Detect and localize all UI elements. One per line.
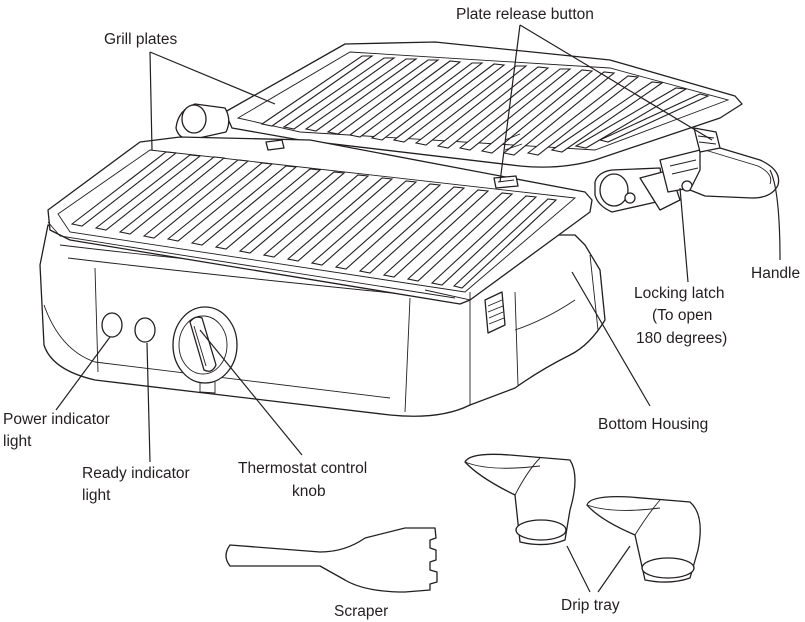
locking-latch-label-line1: Locking latch bbox=[634, 285, 724, 302]
bottom-housing-label: Bottom Housing bbox=[598, 416, 708, 433]
locking-latch-label-line2: (To open bbox=[652, 307, 712, 324]
leader-lines bbox=[55, 24, 781, 593]
handle bbox=[689, 127, 780, 199]
upper-plate-ridges bbox=[260, 55, 710, 156]
locking-latch-label-line3: 180 degrees) bbox=[636, 330, 727, 347]
scraper bbox=[225, 527, 438, 593]
ready-indicator-label-line1: Ready indicator bbox=[82, 465, 190, 482]
power-indicator-label-line1: Power indicator bbox=[3, 411, 110, 428]
drip-tray-2 bbox=[586, 496, 701, 583]
power-indicator-label-line2: light bbox=[3, 433, 32, 450]
thermostat-control-knob bbox=[172, 306, 238, 384]
ready-indicator-label-line2: light bbox=[82, 487, 111, 504]
right-hinge bbox=[594, 167, 681, 213]
lower-grill-plate bbox=[47, 136, 593, 305]
thermostat-label-line1: Thermostat control bbox=[238, 460, 367, 477]
upper-grill-plate bbox=[224, 41, 743, 168]
grill-plates-label: Grill plates bbox=[104, 31, 177, 48]
thermostat-label-line2: knob bbox=[292, 483, 326, 500]
side-vent bbox=[484, 291, 506, 334]
drip-tray-label: Drip tray bbox=[561, 597, 620, 614]
left-hinge bbox=[175, 103, 230, 141]
handle-label: Handle bbox=[751, 265, 800, 282]
scraper-label: Scraper bbox=[334, 603, 388, 620]
lower-plate-ridges bbox=[70, 151, 558, 289]
ready-indicator-light bbox=[134, 317, 156, 343]
drip-tray-1 bbox=[464, 453, 576, 546]
power-indicator-light bbox=[101, 312, 123, 338]
plate-release-button-label: Plate release button bbox=[456, 6, 594, 23]
